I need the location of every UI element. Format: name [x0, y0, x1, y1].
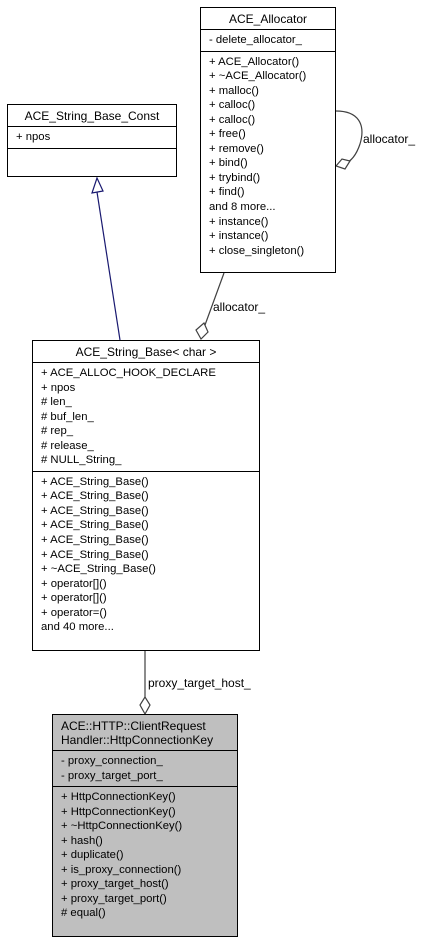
- class-title: ACE_String_Base< char >: [75, 345, 217, 359]
- class-title: ACE_String_Base_Const: [24, 109, 160, 123]
- attribute: # buf_len_: [41, 410, 94, 423]
- method: + ~ACE_String_Base(): [41, 563, 156, 576]
- self-allocator-diamond: [334, 158, 351, 170]
- method: + proxy_target_host(): [61, 878, 169, 891]
- class-title: ACE::HTTP::ClientRequest Handler::HttpCo…: [53, 715, 237, 750]
- attribute: - proxy_connection_: [61, 755, 163, 767]
- method: + find(): [209, 186, 245, 199]
- attribute: # release_: [41, 439, 94, 452]
- method: + proxy_target_port(): [61, 892, 167, 905]
- attribute: + ACE_ALLOC_HOOK_DECLARE: [41, 367, 216, 379]
- attributes-section: - delete_allocator_: [201, 29, 335, 51]
- class-title-line: ACE::HTTP::ClientRequest: [61, 719, 206, 733]
- class-http-connection-key[interactable]: ACE::HTTP::ClientRequest Handler::HttpCo…: [52, 714, 238, 937]
- attribute: # rep_: [41, 425, 74, 438]
- method: + ~HttpConnectionKey(): [61, 820, 183, 833]
- allocator-association-edge: [204, 272, 225, 326]
- class-ace-string-base-const[interactable]: ACE_String_Base_Const + npos: [7, 104, 177, 177]
- method: + calloc(): [209, 113, 256, 126]
- attribute: + npos: [41, 381, 76, 394]
- method: + remove(): [209, 142, 264, 155]
- class-ace-allocator[interactable]: ACE_Allocator - delete_allocator_ + ACE_…: [200, 7, 336, 273]
- method: + operator[](): [41, 592, 107, 605]
- attribute: # len_: [41, 396, 72, 409]
- methods-section: + ACE_Allocator() + ~ACE_Allocator() + m…: [201, 50, 335, 262]
- methods-section: + ACE_String_Base() + ACE_String_Base() …: [33, 470, 259, 638]
- method: + ACE_String_Base(): [41, 504, 149, 517]
- method: + malloc(): [209, 84, 259, 97]
- method: + ACE_Allocator(): [209, 55, 300, 68]
- method: + ACE_String_Base(): [41, 475, 149, 488]
- method: + HttpConnectionKey(): [61, 791, 176, 804]
- method: + instance(): [209, 230, 269, 243]
- method: + ~ACE_Allocator(): [209, 70, 307, 83]
- method: + hash(): [61, 834, 103, 847]
- attribute: - delete_allocator_: [209, 34, 302, 46]
- method: + HttpConnectionKey(): [61, 805, 176, 818]
- method: + ACE_String_Base(): [41, 519, 149, 532]
- method: + ACE_String_Base(): [41, 548, 149, 561]
- attribute: # NULL_String_: [41, 454, 122, 467]
- method: + operator=(): [41, 606, 107, 619]
- methods-section: [8, 147, 176, 169]
- method: + bind(): [209, 157, 248, 170]
- method: + close_singleton(): [209, 244, 305, 257]
- method: + instance(): [209, 215, 269, 228]
- attribute: + npos: [16, 131, 51, 143]
- method: + is_proxy_connection(): [61, 863, 182, 876]
- method: + duplicate(): [61, 849, 124, 862]
- method: and 40 more...: [41, 621, 114, 634]
- method: + ACE_String_Base(): [41, 534, 149, 547]
- method: # equal(): [61, 907, 106, 920]
- method: + calloc(): [209, 99, 256, 112]
- attributes-section: + ACE_ALLOC_HOOK_DECLARE + npos # len_ #…: [33, 362, 259, 471]
- method: + free(): [209, 128, 246, 141]
- attributes-section: + npos: [8, 126, 176, 148]
- method: + operator[](): [41, 577, 107, 590]
- attributes-section: - proxy_connection_ - proxy_target_port_: [53, 750, 237, 786]
- allocator-label: allocator_: [213, 300, 266, 314]
- proxy-host-diamond: [139, 695, 151, 716]
- inheritance-edge: [96, 191, 121, 341]
- method: + ACE_String_Base(): [41, 490, 149, 503]
- methods-section: + HttpConnectionKey() + HttpConnectionKe…: [53, 786, 237, 924]
- method: and 8 more...: [209, 201, 276, 214]
- class-title-line: Handler::HttpConnectionKey: [61, 733, 214, 747]
- self-allocator-edge: [335, 110, 363, 165]
- class-title: ACE_Allocator: [228, 12, 308, 26]
- method: + trybind(): [209, 171, 261, 184]
- proxy-host-label: proxy_target_host_: [148, 676, 251, 690]
- attribute: - proxy_target_port_: [61, 769, 163, 782]
- inheritance-arrowhead: [91, 176, 104, 194]
- self-allocator-label: allocator_: [363, 132, 416, 146]
- class-ace-string-base[interactable]: ACE_String_Base< char > + ACE_ALLOC_HOOK…: [32, 340, 260, 651]
- allocator-diamond: [195, 322, 209, 340]
